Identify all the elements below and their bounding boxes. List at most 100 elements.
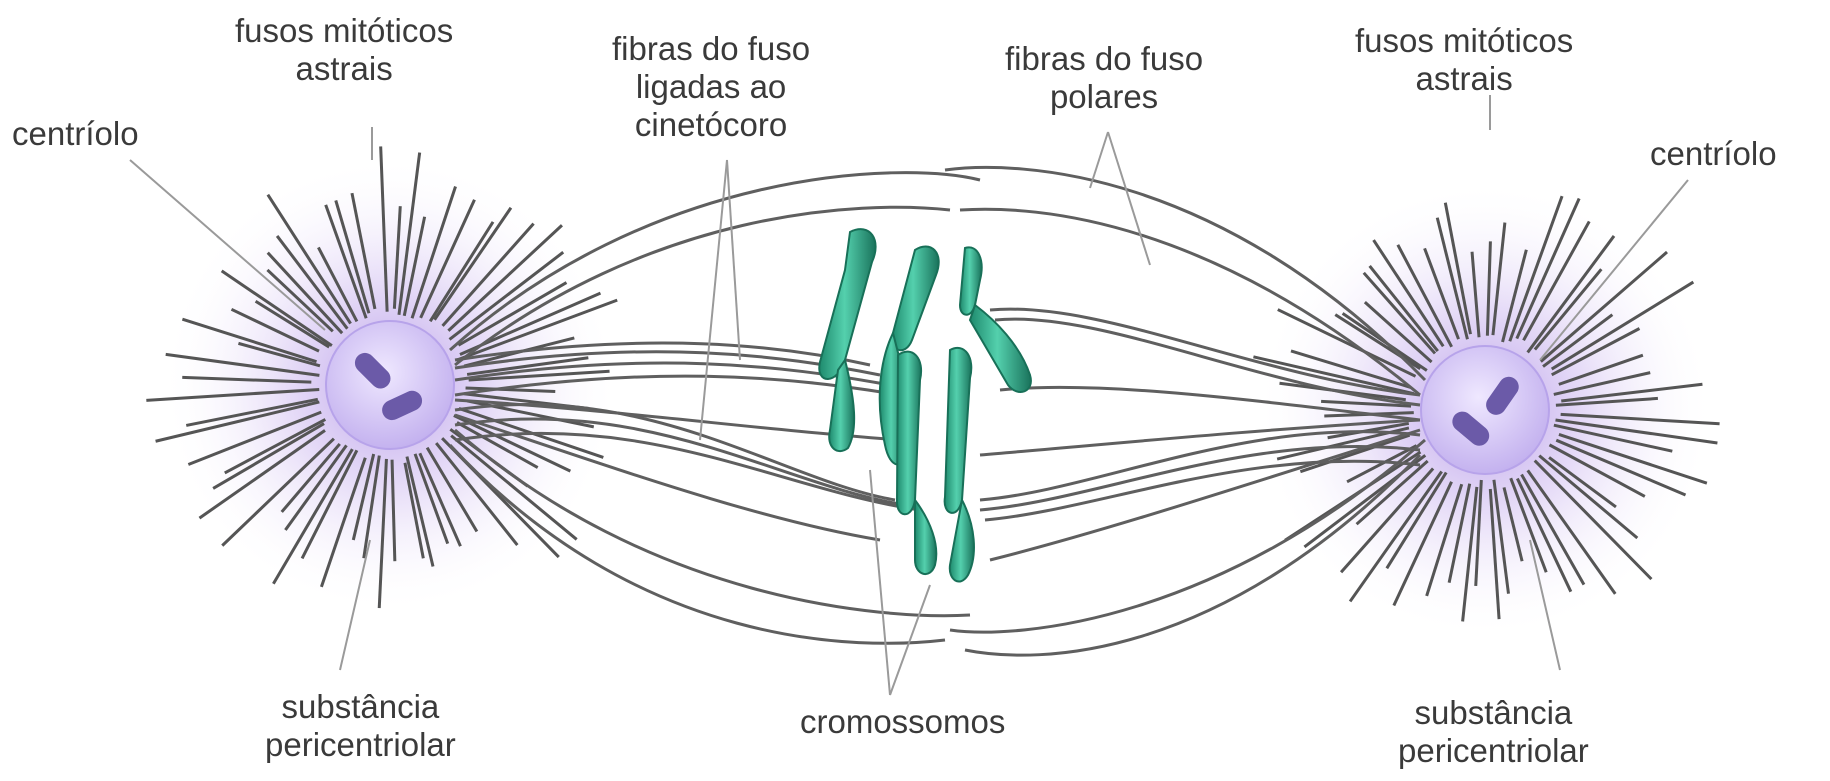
- astral-fiber: [351, 453, 376, 541]
- label-polar-fibers: fibras do fuso polares: [1005, 40, 1203, 116]
- spindle-fiber: [979, 430, 1421, 502]
- spindle-fiber: [949, 438, 1426, 634]
- astral-fiber: [468, 369, 610, 382]
- astral-fiber: [198, 429, 326, 520]
- astral-fiber: [1561, 382, 1703, 403]
- astral-fiber: [1470, 251, 1481, 338]
- label-chromosomes-line-1: cromossomos: [800, 703, 1006, 740]
- label-astral-left-line-1: fusos mitóticos: [235, 12, 454, 49]
- astral-fiber: [165, 352, 320, 377]
- left-centriole-icon: [354, 352, 423, 421]
- astral-fiber: [1508, 195, 1564, 342]
- astral-fiber: [187, 410, 322, 466]
- label-astral-mitotic-spindles-right: fusos mitóticos astrais: [1355, 22, 1573, 98]
- astral-fiber: [1501, 249, 1528, 343]
- astral-fiber: [1522, 220, 1591, 342]
- astral-fiber: [1461, 486, 1479, 622]
- astral-fiber: [455, 298, 618, 362]
- astral-fiber: [319, 457, 367, 588]
- astral-fiber: [466, 356, 589, 376]
- astral-fiber: [1539, 250, 1668, 363]
- astral-fiber: [1362, 271, 1437, 355]
- astral-fiber: [428, 221, 495, 323]
- spindle-fiber: [964, 453, 1422, 657]
- label-kinetochore-fibers-line-1: fibras do fuso: [612, 30, 811, 67]
- astral-fiber: [155, 400, 320, 443]
- label-pericentriolar-right: substância pericentriolar: [1398, 694, 1589, 770]
- label-kinetochore-fibers: fibras do fuso ligadas ao cinetócoro: [612, 30, 810, 144]
- astral-fiber: [405, 456, 435, 567]
- astral-fiber: [1516, 477, 1573, 593]
- spindle-fiber: [989, 428, 1421, 562]
- astral-fiber: [1555, 438, 1687, 497]
- astral-fiber: [1555, 396, 1659, 407]
- spindle-fiber: [454, 417, 906, 507]
- astral-fiber: [1474, 479, 1483, 587]
- astral-fiber: [272, 448, 354, 585]
- astral-fiber: [275, 235, 349, 330]
- astral-fiber: [350, 192, 377, 310]
- astral-fiber: [465, 386, 556, 393]
- astral-fiber: [185, 397, 319, 427]
- astral-fiber: [230, 307, 320, 353]
- spindle-fiber: [999, 385, 1421, 422]
- label-centriole-right-line-1: centríolo: [1650, 135, 1777, 172]
- astral-fiber: [1509, 477, 1548, 573]
- astral-fiber: [220, 269, 333, 347]
- astral-fiber: [418, 452, 462, 547]
- spindle-fiber: [454, 205, 951, 367]
- astral-fiber: [1423, 247, 1460, 340]
- astral-fiber: [1515, 197, 1581, 340]
- label-polar-fibers-line-1: fibras do fuso: [1005, 40, 1204, 77]
- leader-lines: [129, 95, 1689, 696]
- astral-fiber: [1348, 470, 1443, 603]
- astral-fiber: [377, 458, 388, 609]
- chromosome-1: [818, 228, 877, 453]
- astral-fiber: [1551, 327, 1641, 377]
- label-polar-fibers-line-2: polares: [1049, 78, 1159, 115]
- astral-fiber: [390, 459, 397, 562]
- astral-fiber: [1363, 301, 1433, 364]
- spindle-fiber: [454, 431, 921, 512]
- astral-fiber: [1299, 433, 1411, 474]
- astral-fiber: [1526, 469, 1617, 595]
- astral-fiber: [1558, 353, 1644, 386]
- astral-fiber: [1396, 244, 1453, 348]
- astral-fiber: [266, 268, 334, 333]
- astral-fiber: [1447, 483, 1472, 583]
- label-centriole-right: centríolo: [1650, 135, 1777, 173]
- astral-fiber: [441, 222, 535, 327]
- astral-fiber: [450, 434, 578, 541]
- astral-fiber: [447, 224, 563, 332]
- astral-fiber: [419, 199, 476, 319]
- astral-fiber: [1550, 280, 1695, 371]
- astral-fiber: [433, 206, 513, 321]
- astral-fiber: [284, 444, 348, 531]
- astral-fiber: [457, 281, 568, 347]
- astral-fiber: [1385, 471, 1448, 570]
- astral-fiber: [181, 317, 317, 364]
- label-astral-mitotic-spindles-left: fusos mitóticos astrais: [235, 12, 453, 88]
- astral-fiber: [1533, 459, 1653, 581]
- astral-fiber: [1435, 217, 1469, 340]
- astral-fiber: [435, 442, 519, 546]
- chromosome-4: [895, 350, 938, 575]
- left-centrosome: [325, 320, 455, 450]
- astral-fiber: [300, 449, 359, 560]
- chromosome-3: [958, 246, 1032, 394]
- label-pericentriolar-right-line-2: pericentriolar: [1398, 732, 1589, 769]
- chromosome-5: [943, 347, 975, 583]
- astral-fiber: [1488, 488, 1501, 620]
- spindle-fiber: [944, 166, 1427, 382]
- astral-fiber: [224, 418, 327, 475]
- label-pericentriolar-left: substância pericentriolar: [265, 688, 456, 764]
- label-pericentriolar-right-line-1: substância: [1414, 694, 1573, 731]
- spindle-fiber: [979, 418, 1421, 457]
- astral-fiber: [392, 206, 402, 309]
- astral-fiber: [1392, 481, 1453, 607]
- label-kinetochore-fibers-line-3: cinetócoro: [634, 106, 788, 143]
- right-astral-fibers: [1253, 195, 1720, 622]
- astral-fiber: [425, 446, 479, 533]
- astral-fiber: [1290, 349, 1412, 389]
- spindle-fiber: [448, 171, 981, 352]
